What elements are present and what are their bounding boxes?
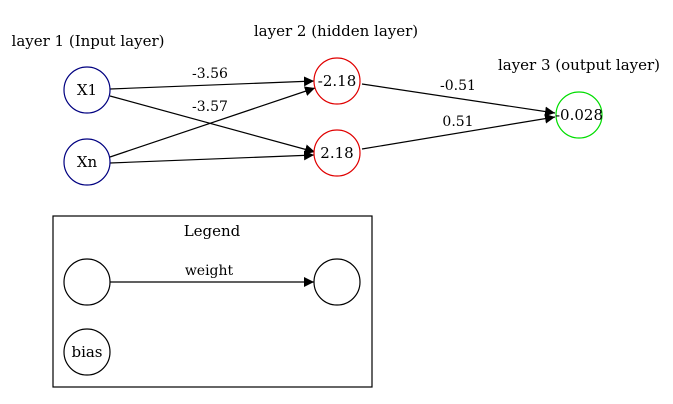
edge-label-h1-out: -0.51 (440, 78, 476, 94)
legend-source-node (63, 258, 111, 306)
legend: Legend weight bias (52, 215, 373, 388)
edge-label-x1-h1: -3.56 (192, 66, 228, 82)
legend-bias-label: bias (71, 343, 102, 361)
node-xn: Xn (63, 138, 111, 186)
layer-1-label: layer 1 (Input layer) (12, 32, 165, 50)
legend-border (52, 215, 373, 388)
edge-label-x1-h2: -3.57 (192, 99, 228, 115)
edge-h1-out (361, 83, 556, 117)
node-hidden-1-label: -2.18 (318, 72, 356, 90)
edge-h2-out (361, 113, 556, 150)
legend-target-node (313, 258, 361, 306)
edge-x1-h1 (109, 76, 315, 90)
layer-2-label: layer 2 (hidden layer) (254, 22, 418, 40)
edge-label-h2-out: 0.51 (442, 114, 473, 130)
node-x1: X1 (63, 66, 111, 114)
node-x1-label: X1 (77, 81, 97, 99)
node-output: -0.028 (555, 91, 603, 139)
node-xn-label: Xn (77, 153, 98, 171)
legend-bias-node (63, 328, 111, 376)
node-hidden-1: -2.18 (313, 57, 361, 105)
legend-weight-label: weight (185, 263, 234, 279)
edge-xn-h1 (109, 86, 316, 158)
layer-3-label: layer 3 (output layer) (498, 56, 660, 74)
node-hidden-2-label: 2.18 (320, 144, 353, 162)
node-output-label: -0.028 (555, 106, 603, 124)
edge-x1-h2 (109, 95, 316, 155)
edge-xn-h2 (109, 150, 315, 164)
legend-title: Legend (184, 222, 241, 240)
node-hidden-2: 2.18 (313, 129, 361, 177)
